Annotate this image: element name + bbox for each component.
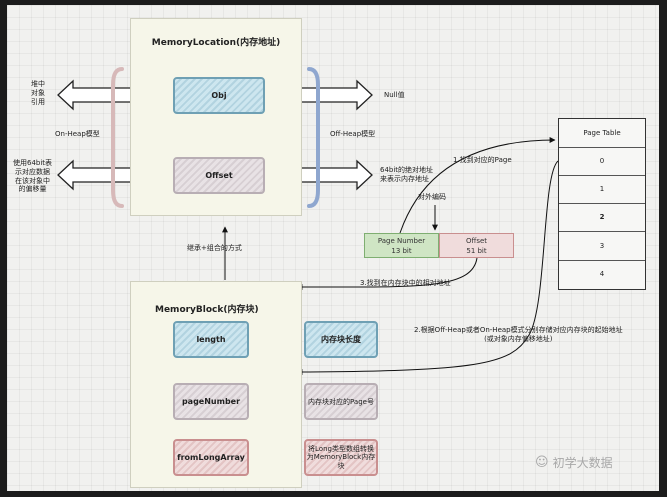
- memory-location-panel: MemoryLocation(内存地址): [130, 18, 302, 216]
- find-offset-curve: [296, 257, 478, 291]
- page-number-text: Page Number: [377, 237, 426, 245]
- memory-block-title: MemoryBlock(内存块): [155, 305, 259, 315]
- inherit-label: 继承+组合的方式: [187, 244, 242, 252]
- page-row-3: 3: [599, 242, 605, 250]
- length-desc: 内存块长度: [304, 321, 378, 358]
- page-row-0: 0: [599, 157, 605, 165]
- diagram-canvas: MemoryLocation(内存地址) Obj Offset 堆中 对象 引用…: [7, 5, 659, 491]
- heap-ref-label: 堆中 对象 引用: [31, 80, 45, 106]
- encode-label: 对外编码: [418, 193, 446, 201]
- null-value-label: Null值: [384, 91, 405, 99]
- wechat-icon: ☺: [535, 455, 549, 470]
- page-number-desc: 内存块对应的Page号: [304, 383, 378, 420]
- page-number-field: pageNumber: [173, 383, 249, 420]
- obj-field: Obj: [173, 77, 265, 114]
- page-row-1: 1: [599, 185, 605, 193]
- offset-encoding-text: Offset: [465, 237, 488, 245]
- page-number-box: Page Number 13 bit: [364, 233, 439, 258]
- store-addr-label: 2.根据Off-Heap或者On-Heap模式分别存储对应内存块的起始地址 (或…: [414, 326, 623, 343]
- on-heap-bracket: [111, 67, 124, 208]
- on-heap-label: On-Heap模型: [55, 130, 100, 138]
- memory-location-title: MemoryLocation(内存地址): [151, 38, 281, 48]
- page-table: Page Table 0 1 2 3 4: [558, 118, 646, 290]
- from-long-array-desc: 将Long类型数组转换 为MemoryBlock内存 块: [304, 439, 378, 476]
- find-page-label: 1.找到对应的Page: [453, 156, 512, 164]
- page-number-bits: 13 bit: [391, 247, 412, 255]
- page-table-title: Page Table: [583, 129, 621, 137]
- find-offset-label: 3.找到在内存块中的相对地址: [360, 279, 451, 287]
- watermark: ☺ 初学大数据: [535, 454, 613, 471]
- offset-desc-label: 使用64bit表 示对应数据 在该对象中 的偏移量: [13, 159, 53, 194]
- from-long-array-field: fromLongArray: [173, 439, 249, 476]
- offset-field: Offset: [173, 157, 265, 194]
- abs-addr-label: 64bit的绝对地址 来表示内存地址: [380, 166, 434, 183]
- offset-encoding-bits: 51 bit: [466, 247, 487, 255]
- page-row-4: 4: [599, 270, 605, 278]
- find-page-curve: [399, 137, 556, 234]
- offset-encoding-box: Offset 51 bit: [439, 233, 514, 258]
- off-heap-label: Off-Heap模型: [330, 130, 376, 138]
- store-addr-curve: [296, 160, 559, 375]
- off-heap-bracket: [307, 67, 320, 208]
- watermark-text: 初学大数据: [552, 456, 613, 470]
- length-field: length: [173, 321, 249, 358]
- page-row-2: 2: [599, 213, 605, 221]
